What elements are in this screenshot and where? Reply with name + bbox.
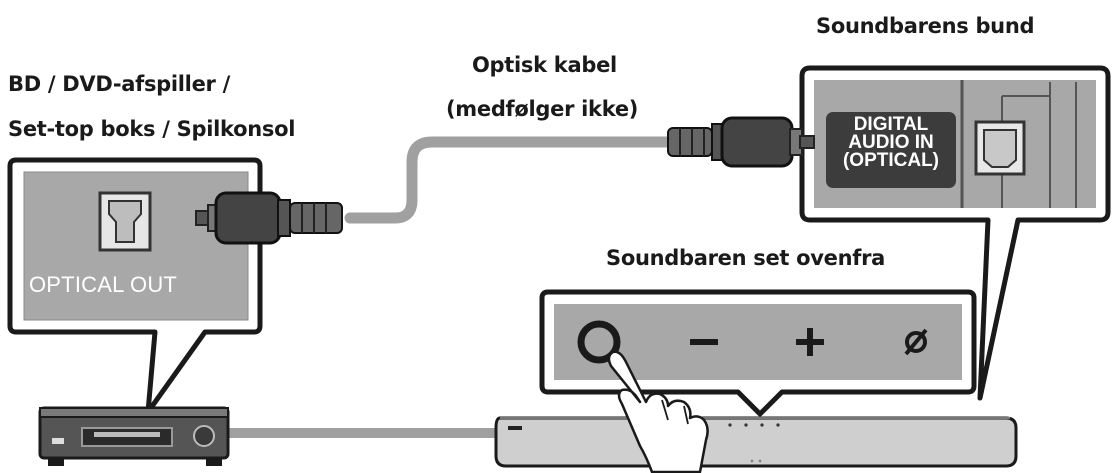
soundbar-plug-icon [667,116,815,168]
digital-audio-in-label: DIGITAL AUDIO IN (OPTICAL) [832,114,950,171]
hand-pointer-icon [607,350,709,473]
cable-label-line1: Optisk kabel [472,53,617,77]
soundbar-top-callout [539,289,977,417]
optical-out-port-icon [98,191,152,252]
soundbar-icon [494,416,1018,468]
cable-label-line2: (medfølger ikke) [446,97,639,121]
digital-audio-in-line2: AUDIO IN [848,132,934,153]
power-button-icon [577,320,621,364]
digital-audio-in-line1: DIGITAL [853,114,929,135]
source-callout [7,157,263,415]
optical-out-label: OPTICAL OUT [29,272,178,297]
bd-player-icon [38,406,230,466]
bluetooth-button-icon [904,328,928,356]
source-device-label-line2: Set-top boks / Spilkonsol [8,117,296,141]
digital-audio-in-line3: (OPTICAL) [842,150,940,171]
soundbar-bottom-callout [799,65,1111,401]
source-device-label-line1: BD / DVD-afspiller / [8,72,230,96]
volume-up-icon [796,328,824,356]
soundbar-top-title: Soundbaren set ovenfra [606,246,886,270]
volume-down-icon [690,339,718,345]
optical-in-port-icon [974,120,1026,176]
soundbar-bottom-title: Soundbarens bund [816,14,1035,38]
source-plug-icon [195,191,343,245]
optical-cable [344,136,674,224]
